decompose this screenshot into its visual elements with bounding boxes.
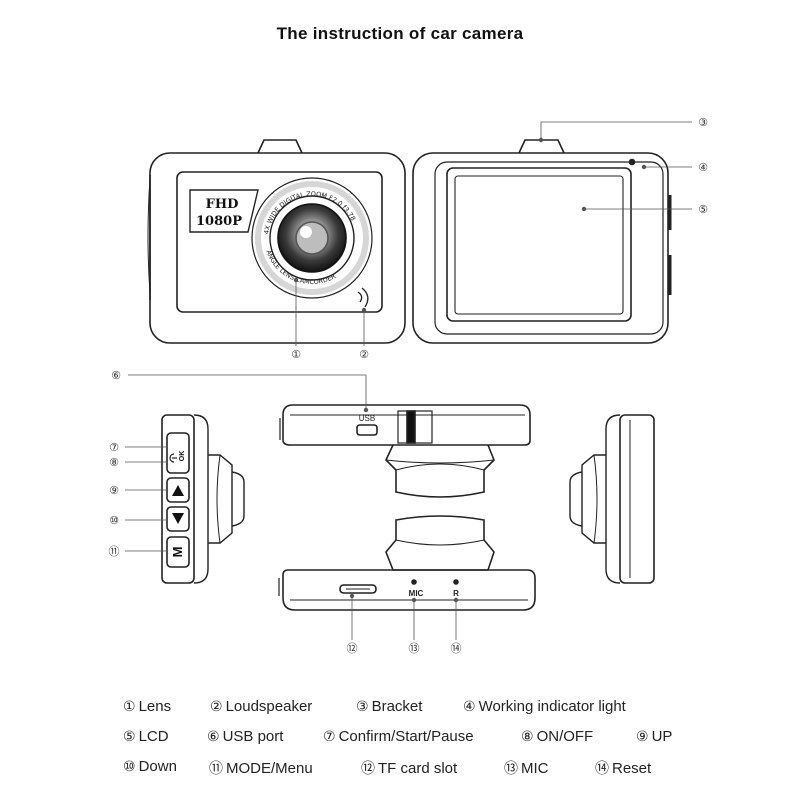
power-icon bbox=[169, 453, 177, 463]
bottom-view: MIC R bbox=[278, 515, 536, 611]
mode-label: M bbox=[170, 547, 185, 558]
top-lens-barrel bbox=[385, 444, 495, 498]
legend-number: ⑫ bbox=[361, 761, 375, 777]
legend-number: ② bbox=[210, 699, 223, 715]
legend-label: Lens bbox=[138, 698, 172, 715]
callout-8: ⑧ bbox=[109, 456, 119, 469]
legend-number: ① bbox=[123, 699, 136, 715]
legend-label: LCD bbox=[138, 728, 169, 745]
ok-power-button[interactable]: OK bbox=[166, 432, 190, 474]
left-side-view: OK M bbox=[161, 414, 245, 584]
usb-label: USB bbox=[359, 414, 375, 423]
legend-number: ⑩ bbox=[123, 759, 136, 775]
callout-5: ⑤ bbox=[698, 203, 708, 216]
legend-number: ⑪ bbox=[209, 761, 223, 777]
speaker-icon bbox=[357, 287, 369, 308]
reset-hole-icon bbox=[453, 579, 459, 585]
top-view: USB bbox=[279, 404, 531, 498]
legend-label: Reset bbox=[612, 760, 652, 777]
mic-hole-icon bbox=[411, 579, 417, 585]
mic-label: MIC bbox=[409, 589, 424, 598]
down-button[interactable] bbox=[166, 506, 190, 532]
reset-label: R bbox=[453, 589, 459, 598]
ok-label: OK bbox=[179, 451, 186, 462]
callout-13: ⑬ bbox=[409, 642, 420, 655]
legend-label: USB port bbox=[222, 728, 284, 745]
legend-number: ⑧ bbox=[521, 729, 534, 745]
front-view: FHD 1080P 4X WIDE DIGITAL ZOOM F2.0 f3.7… bbox=[147, 139, 406, 344]
callout-7: ⑦ bbox=[109, 441, 119, 454]
right-side-view bbox=[569, 414, 655, 584]
up-arrow-icon bbox=[172, 485, 184, 496]
legend-number: ⑨ bbox=[636, 729, 649, 745]
legend-label: ON/OFF bbox=[536, 728, 594, 745]
legend-label: TF card slot bbox=[378, 760, 458, 777]
lens-icon: 4X WIDE DIGITAL ZOOM F2.0 f3.78 ANGLE LE… bbox=[251, 177, 373, 299]
legend-number: ⑦ bbox=[323, 729, 336, 745]
mode-button[interactable]: M bbox=[166, 536, 190, 568]
callout-14: ⑭ bbox=[451, 642, 462, 655]
legend-label: Working indicator light bbox=[478, 698, 626, 715]
legend-number: ⑭ bbox=[595, 761, 609, 777]
bottom-lens-barrel bbox=[385, 515, 495, 571]
legend-label: Down bbox=[138, 758, 177, 775]
callout-10: ⑩ bbox=[109, 514, 119, 527]
callout-3: ③ bbox=[698, 116, 708, 129]
back-view bbox=[412, 139, 672, 344]
indicator-light-icon bbox=[628, 158, 636, 166]
front-panel bbox=[176, 171, 383, 313]
up-button[interactable] bbox=[166, 477, 190, 503]
back-inner bbox=[434, 161, 664, 335]
legend-label: MODE/Menu bbox=[226, 760, 313, 777]
callout-lines bbox=[125, 121, 692, 640]
legend-label: MIC bbox=[521, 760, 549, 777]
fhd-badge: FHD 1080P bbox=[189, 189, 259, 233]
legend-number: ④ bbox=[463, 699, 476, 715]
badge-1080p: 1080P bbox=[196, 214, 242, 229]
legend-number: ⑤ bbox=[123, 729, 136, 745]
page-title: The instruction of car camera bbox=[276, 24, 524, 43]
callout-1: ① bbox=[291, 348, 301, 361]
callout-12: ⑫ bbox=[347, 642, 358, 655]
legend-label: Confirm/Start/Pause bbox=[338, 728, 474, 745]
callout-11: ⑪ bbox=[109, 545, 120, 558]
car-camera-diagram: FHD 1080P 4X WIDE DIGITAL ZOOM F2.0 f3.7… bbox=[109, 116, 709, 655]
tf-slot-icon bbox=[339, 584, 377, 594]
callout-9: ⑨ bbox=[109, 484, 119, 497]
legend-number: ③ bbox=[356, 699, 369, 715]
badge-fhd: FHD bbox=[206, 197, 239, 212]
front-bracket bbox=[257, 139, 303, 154]
legend-label: UP bbox=[651, 728, 673, 745]
lcd-screen bbox=[446, 167, 632, 322]
top-usb-slot bbox=[406, 410, 416, 444]
callout-2: ② bbox=[359, 348, 369, 361]
callout-numbers: ① ② ③ ④ ⑤ ⑥ ⑦ ⑧ ⑨ ⑩ ⑪ ⑫ ⑬ ⑭ bbox=[109, 116, 709, 655]
callout-4: ④ bbox=[698, 161, 708, 174]
legend-label: Bracket bbox=[371, 698, 423, 715]
legend-label: Loudspeaker bbox=[225, 698, 313, 715]
legend-number: ⑥ bbox=[207, 729, 220, 745]
usb-port-icon: USB bbox=[356, 414, 378, 436]
down-arrow-icon bbox=[172, 513, 184, 524]
legend-number: ⑬ bbox=[504, 761, 518, 777]
callout-6: ⑥ bbox=[111, 369, 121, 382]
